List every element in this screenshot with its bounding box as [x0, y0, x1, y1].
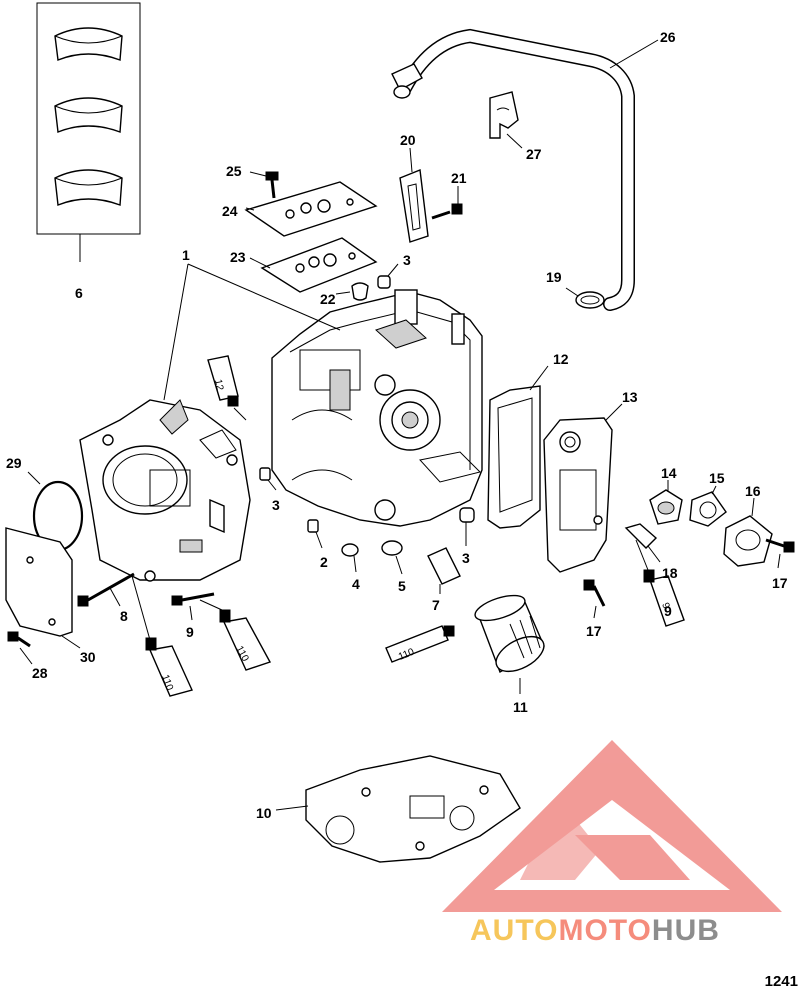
callout-28: 28 — [32, 665, 48, 681]
oil-filter-icon — [474, 594, 545, 694]
watermark-auto: AUTO — [470, 914, 559, 947]
callout-26: 26 — [660, 29, 676, 45]
callout-14: 14 — [661, 465, 677, 481]
callout-1: 1 — [182, 247, 190, 263]
thermostat-gasket-icon — [689, 485, 727, 527]
callout-10: 10 — [256, 805, 272, 821]
tube-label: 110 — [159, 673, 175, 692]
callout-29: 29 — [6, 455, 22, 471]
watermark-moto: MOTO — [558, 914, 652, 947]
cover-plate-icon — [244, 181, 378, 237]
end-cover-plate-icon — [5, 527, 81, 649]
watermark-text: AUTOMOTOHUB — [470, 914, 720, 948]
screw-icon — [765, 538, 795, 569]
plug-icon — [259, 467, 277, 491]
callout-12: 12 — [553, 351, 569, 367]
callout-9: 9 — [664, 603, 672, 619]
watermark-hub: HUB — [651, 914, 720, 947]
callout-15: 15 — [709, 470, 725, 486]
hose-icon — [391, 28, 659, 311]
callout-11: 11 — [513, 699, 528, 715]
callout-9: 9 — [186, 624, 194, 640]
figure-number: 1241 — [764, 973, 798, 990]
side-cover-icon — [543, 403, 623, 573]
callout-23: 23 — [230, 249, 246, 265]
callout-18: 18 — [662, 565, 678, 581]
tube-label: 9 — [659, 601, 671, 610]
sealant-tube-icon: 110 — [131, 575, 193, 697]
callout-21: 21 — [451, 170, 467, 186]
sealant-tube-icon: 110 — [385, 625, 455, 663]
callout-2: 2 — [320, 554, 328, 570]
base-gasket-icon — [275, 755, 521, 863]
gasket-icon — [487, 365, 549, 529]
callout-13: 13 — [622, 389, 638, 405]
thermostat-cover-icon — [723, 497, 773, 567]
plug-icon — [307, 519, 323, 549]
dowel-pin-icon — [377, 263, 399, 289]
bearing-sleeve-icon — [54, 27, 123, 61]
callout-6: 6 — [75, 285, 83, 301]
callout-5: 5 — [398, 578, 406, 594]
callout-25: 25 — [226, 163, 242, 179]
callout-3: 3 — [403, 252, 411, 268]
sealant-tube-icon: 12 — [207, 355, 247, 421]
callout-16: 16 — [745, 483, 761, 499]
callout-3: 3 — [272, 497, 280, 513]
callout-27: 27 — [526, 146, 542, 162]
callout-17: 17 — [772, 575, 788, 591]
hose-clamp-icon — [565, 287, 605, 309]
callout-20: 20 — [400, 132, 416, 148]
bearing-sleeve-icon — [54, 97, 123, 133]
bolt-icon — [77, 572, 135, 607]
tube-label: 12 — [212, 378, 225, 392]
fitting-icon — [624, 523, 661, 563]
callout-8: 8 — [120, 608, 128, 624]
sleeve-icon — [427, 547, 461, 594]
plug-icon — [341, 543, 359, 573]
screw-icon — [7, 631, 33, 665]
bracket-icon — [399, 147, 429, 243]
watermark-logo-icon — [442, 740, 782, 912]
gasket-icon — [249, 237, 378, 293]
callout-22: 22 — [320, 291, 336, 307]
callout-3: 3 — [462, 550, 470, 566]
callout-19: 19 — [546, 269, 562, 285]
sealant-tube-icon: 110 — [199, 599, 272, 671]
crankcase-cover-icon — [79, 263, 251, 582]
bearing-sleeve-icon — [54, 169, 123, 206]
screw-icon — [249, 171, 279, 199]
cylinder-block-icon — [187, 263, 483, 527]
callout-24: 24 — [222, 203, 238, 219]
callout-17: 17 — [586, 623, 602, 639]
bearing-sleeves-box — [36, 2, 141, 262]
thermostat-icon — [649, 480, 683, 525]
callout-30: 30 — [80, 649, 96, 665]
plug-icon — [381, 540, 403, 575]
sealant-tube-icon: 9 — [635, 539, 685, 627]
callout-7: 7 — [432, 597, 440, 613]
screw-icon — [583, 579, 606, 619]
dowel-pin-icon — [459, 507, 475, 546]
callout-4: 4 — [352, 576, 360, 592]
hose-clip-icon — [489, 91, 523, 149]
screw-icon — [431, 186, 463, 220]
bushing-icon — [335, 282, 369, 301]
bolt-icon — [171, 592, 215, 621]
